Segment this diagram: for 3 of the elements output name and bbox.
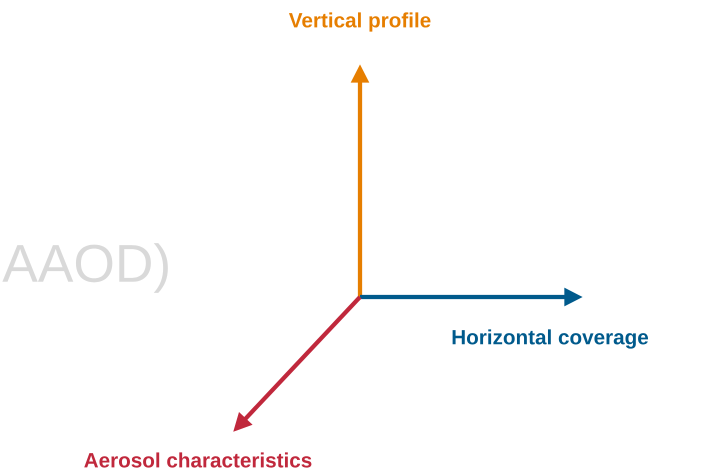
axis-label: Aerosol characteristics	[84, 452, 312, 468]
axis-label: Horizontal coverage	[452, 329, 648, 349]
axis-label: Vertical profile	[288, 12, 430, 32]
